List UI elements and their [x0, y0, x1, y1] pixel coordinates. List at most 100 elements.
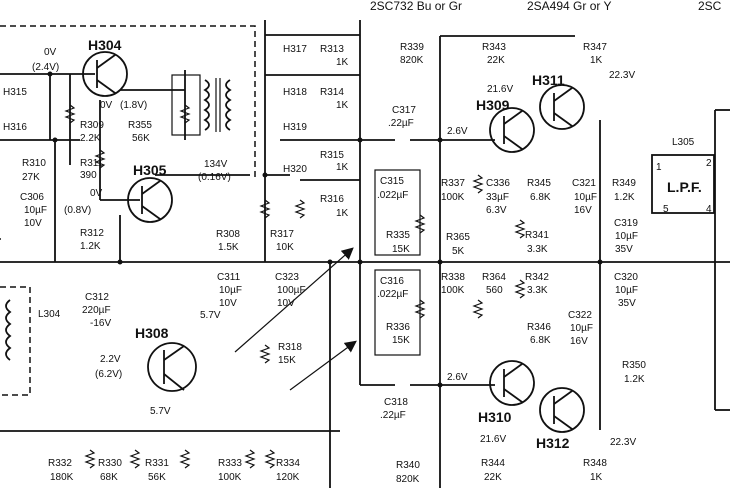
transistor-h310: H310 [478, 360, 535, 425]
r350-label: R350 [622, 360, 646, 371]
c320-value1: 10µF [615, 285, 638, 296]
r346-value: 6.8K [530, 335, 551, 346]
voltage-0v-b: 0V [100, 100, 113, 111]
r315-value: 1K [336, 162, 349, 173]
r337-label: R337 [441, 178, 465, 189]
r344-label: R344 [481, 458, 505, 469]
r316-value: 1K [336, 208, 349, 219]
voltage-24v: (2.4V) [32, 62, 59, 73]
r365-label: R365 [446, 232, 470, 243]
r336-label: R336 [386, 322, 410, 333]
r330-value: 68K [100, 472, 118, 483]
transistor-h311: H311 [532, 72, 585, 130]
r309-label: R309 [80, 120, 104, 131]
voltage-0v-a: 0V [44, 47, 57, 58]
c315-label: C315 [380, 176, 404, 187]
r332-label: R332 [48, 458, 72, 469]
lpf-block: L305 L.P.F. 1 2 5 4 [651, 137, 715, 215]
r339-label: R339 [400, 42, 424, 53]
c320-value2: 35V [618, 298, 636, 309]
r311-value: 390 [80, 170, 97, 181]
r315-label: R315 [320, 150, 344, 161]
r313-label: R313 [320, 44, 344, 55]
c322-value1: 10µF [570, 323, 593, 334]
r313-value: 1K [336, 57, 349, 68]
c336-value1: 33µF [486, 192, 509, 203]
r318-value: 15K [278, 355, 296, 366]
r332-value: 180K [50, 472, 74, 483]
r340-value: 820K [396, 474, 420, 485]
h318-label: H318 [283, 87, 307, 98]
r337-value: 100K [441, 192, 465, 203]
voltage-134: 134V [204, 159, 228, 170]
voltage-223b: 22.3V [610, 437, 636, 448]
transistor-h308: H308 [135, 325, 197, 392]
r333-value: 100K [218, 472, 242, 483]
c323-label: C323 [275, 272, 299, 283]
voltage-216a: 21.6V [487, 84, 513, 95]
r355-value: 56K [132, 133, 150, 144]
r345-label: R345 [527, 178, 551, 189]
voltage-62: (6.2V) [95, 369, 122, 380]
r310-label: R310 [22, 158, 46, 169]
voltage-08v: (0.8V) [64, 205, 91, 216]
r338-value: 100K [441, 285, 465, 296]
c315-value: .022µF [377, 190, 408, 201]
r335-label: R335 [386, 230, 410, 241]
c311-value2: 10V [219, 298, 237, 309]
c316-value: .022µF [377, 289, 408, 300]
voltage-18v: (1.8V) [120, 100, 147, 111]
r308-label: R308 [216, 229, 240, 240]
r330-label: R330 [98, 458, 122, 469]
voltage-26a: 2.6V [447, 126, 468, 137]
h304-label: H304 [88, 37, 122, 53]
cap-frames [374, 169, 421, 356]
h311-label: H311 [532, 72, 565, 88]
voltage-0v-c: 0V [90, 188, 103, 199]
lpf-pin1: 1 [656, 162, 662, 173]
h312-label: H312 [536, 435, 570, 451]
r317-value: 10K [276, 242, 294, 253]
r349-label: R349 [612, 178, 636, 189]
r345-value: 6.8K [530, 192, 551, 203]
c322-label: C322 [568, 310, 592, 321]
r310-value: 27K [22, 172, 40, 183]
arrow-lower [289, 340, 357, 391]
c306-label: C306 [20, 192, 44, 203]
r309-value: 2.2K [80, 133, 101, 144]
c317-label: C317 [392, 105, 416, 116]
junction-dots [47, 71, 603, 388]
lpf-pin5: 5 [663, 204, 669, 215]
l305-label: L305 [672, 137, 695, 148]
r348-label: R348 [583, 458, 607, 469]
h309-label: H309 [476, 97, 510, 113]
r348-value: 1K [590, 472, 603, 483]
r341-value: 3.3K [527, 244, 548, 255]
h305-label: H305 [133, 162, 167, 178]
r312-label: R312 [80, 228, 104, 239]
c319-value2: 35V [615, 244, 633, 255]
r347-label: R347 [583, 42, 607, 53]
r343-value: 22K [487, 55, 505, 66]
resistor-symbols [64, 104, 526, 469]
r316-label: R316 [320, 194, 344, 205]
r338-label: R338 [441, 272, 465, 283]
header-right-label: 2SC [698, 0, 722, 13]
c323-value2: 10V [277, 298, 295, 309]
r342-label: R342 [525, 272, 549, 283]
voltage-57b: 5.7V [150, 406, 171, 417]
voltage-216b: 21.6V [480, 434, 506, 445]
c306-value1: 10µF [24, 205, 47, 216]
r340-label: R340 [396, 460, 420, 471]
r333-label: R333 [218, 458, 242, 469]
r364-label: R364 [482, 272, 506, 283]
r334-value: 120K [276, 472, 300, 483]
c312-value2: -16V [90, 318, 111, 329]
r308-value: 1.5K [218, 242, 239, 253]
r314-label: R314 [320, 87, 344, 98]
l304-label: L304 [38, 309, 61, 320]
header-mid-label: 2SA494 Gr or Y [527, 0, 612, 13]
r347-value: 1K [590, 55, 603, 66]
c336-value2: 6.3V [486, 205, 507, 216]
